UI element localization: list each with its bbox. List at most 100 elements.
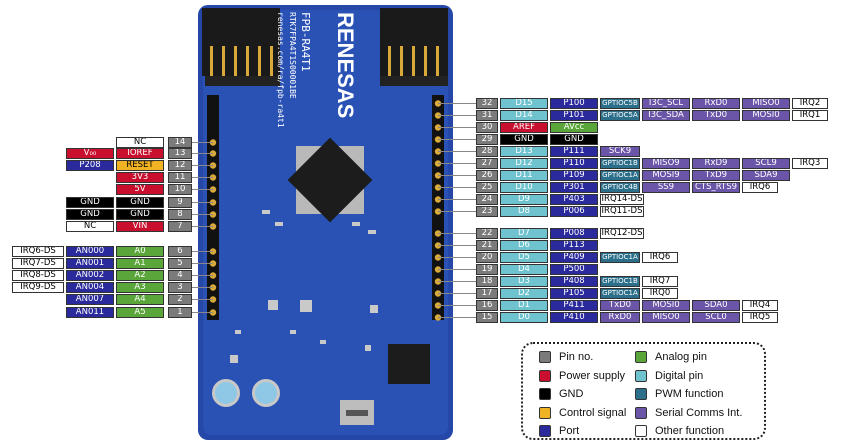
top-left-pins [210,46,273,76]
pin-label: P403 [550,194,598,205]
pin-label: D3 [500,276,548,287]
pin-number: 17 [476,288,498,299]
pin-label: I3C_SCL [642,98,690,109]
legend-swatch [635,388,647,401]
top-left-connector [202,8,280,76]
legend-item: Analog pin [635,350,707,364]
pin-label: IRQ8-DS [12,270,64,281]
usb-port [346,410,368,416]
pin-number: 3 [168,282,192,293]
pin-number: 14 [168,137,192,148]
legend-item: Power supply [539,369,625,383]
legend-item: Serial Comms Int. [635,406,742,420]
legend-swatch [635,351,647,364]
pin-number: 7 [168,221,192,232]
pin-number: 15 [476,312,498,323]
pin-label: D12 [500,158,548,169]
pin-label: GPTIOC5B [600,98,640,109]
legend-swatch [635,369,647,382]
pin-number: 23 [476,206,498,217]
user-switch-1[interactable] [212,379,240,407]
pin-number: 1 [168,307,192,318]
pin-label: P500 [550,264,598,275]
legend-label: Control signal [559,406,627,419]
pin-label: IRQ14-DS [600,194,644,205]
pin-number: 21 [476,240,498,251]
pin-label: IRQ0 [642,288,678,299]
pin-label: D8 [500,206,548,217]
board-url: renesas.com/ra/fpb-ra4t1 [276,12,285,128]
pin-label: A2 [116,270,164,281]
pin-label: RxD0 [692,98,740,109]
pin-label: MISO0 [742,98,790,109]
pin-number: 20 [476,252,498,263]
board-part: RTK7FPA4T1S00001BE [288,12,297,99]
legend-swatch [539,388,551,401]
legend-swatch [539,351,551,364]
pin-label: P301 [550,182,598,193]
pin-label: D14 [500,110,548,121]
pin-label: IRQ12-DS [600,228,644,239]
pin-label: P100 [550,98,598,109]
pin-label: D6 [500,240,548,251]
pin-label: GPTIOC5A [600,110,640,121]
debug-mcu [388,344,430,384]
pin-label: GPTIOC1A [600,170,640,181]
pin-label: AREF [500,122,548,133]
pin-label: SCL0 [692,312,740,323]
pin-number: 5 [168,258,192,269]
pin-number: 31 [476,110,498,121]
pin-label: IRQ7-DS [12,258,64,269]
pin-number: 16 [476,300,498,311]
pin-label: AN002 [66,270,114,281]
legend-label: Analog pin [655,351,707,364]
pin-number: 13 [168,148,192,159]
legend-label: Serial Comms Int. [655,406,743,419]
legend-item: Control signal [539,406,626,420]
pin-label: D11 [500,170,548,181]
legend-item: GND [539,387,583,401]
legend-label: Power supply [559,369,626,382]
top-right-header-strip [380,76,448,86]
pin-number: 28 [476,146,498,157]
pin-label: P410 [550,312,598,323]
pin-label: SDA0 [692,300,740,311]
pin-label: IRQ4 [742,300,778,311]
pin-number: 6 [168,246,192,257]
board-text: RENESAS FPB-RA4T1 RTK7FPA4T1S00001BE ren… [276,12,358,128]
pin-label: D15 [500,98,548,109]
pin-label: IRQ1 [792,110,828,121]
pin-label: D5 [500,252,548,263]
pin-number: 4 [168,270,192,281]
pin-label: 5V [116,184,164,195]
pin-label: AN004 [66,282,114,293]
pin-number: 22 [476,228,498,239]
pin-label: P110 [550,158,598,169]
pin-label: MISO9 [642,158,690,169]
legend-swatch [539,425,551,438]
legend-item: Pin no. [539,350,593,364]
pin-label: IRQ7 [642,276,678,287]
pin-label: SCK9 [600,146,640,157]
pin-label: D0 [500,312,548,323]
pin-label: NC [116,137,164,148]
pin-label: P008 [550,228,598,239]
legend-item: Port [539,424,579,438]
pin-label: GND [116,197,164,208]
pin-number: 29 [476,134,498,145]
pin-label: A4 [116,294,164,305]
pin-label: NC [66,221,114,232]
passive-components [230,210,378,363]
pin-label: AN011 [66,307,114,318]
board-brand: RENESAS [333,12,358,118]
reset-switch[interactable] [252,379,280,407]
pin-label: A1 [116,258,164,269]
pin-label: D2 [500,288,548,299]
pin-label: SCL9 [742,158,790,169]
top-right-pins [388,46,439,76]
legend-item: Other function [635,424,724,438]
pin-label: IRQ5 [742,312,778,323]
pin-label: AN001 [66,258,114,269]
legend-label: Pin no. [559,351,594,364]
